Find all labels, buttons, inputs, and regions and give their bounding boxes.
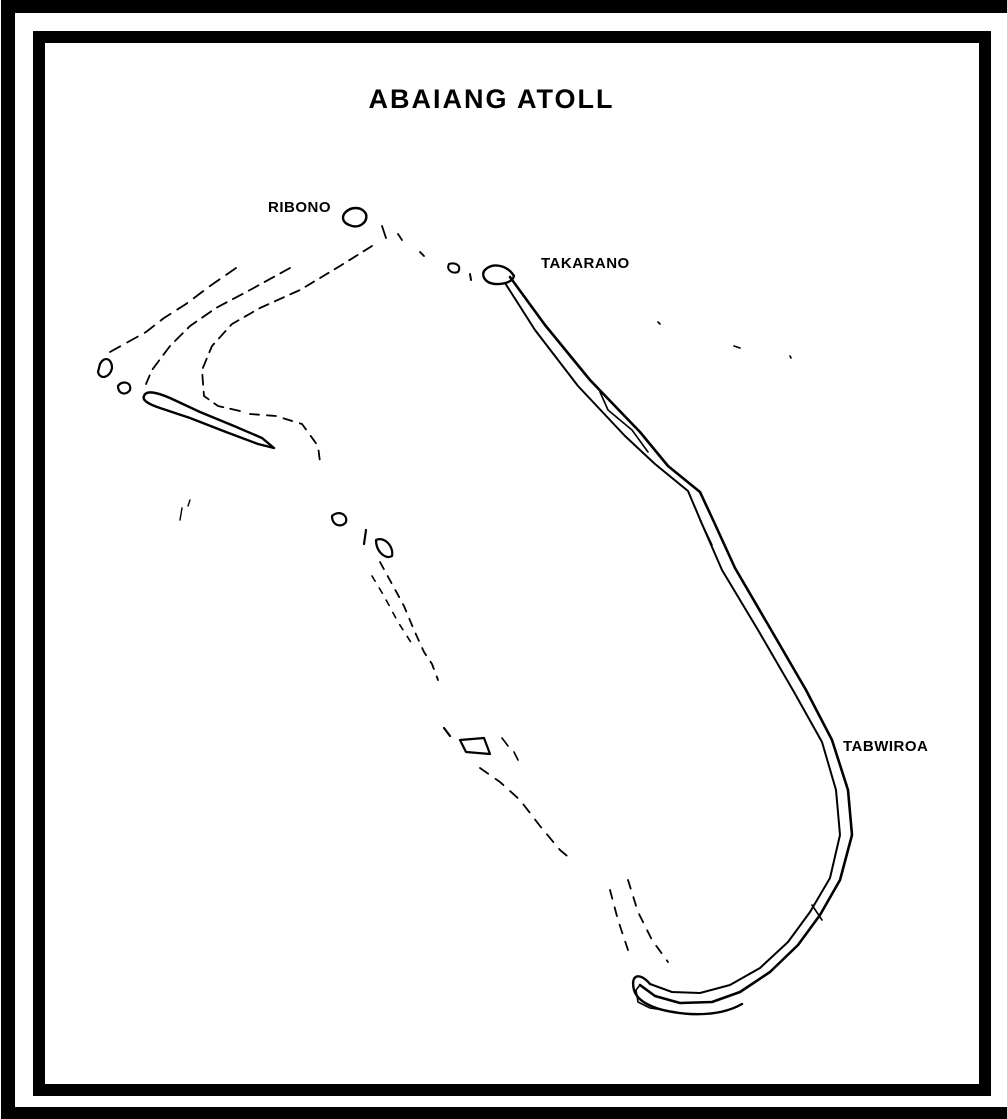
central-islet-a [330, 512, 348, 527]
place-label-takarano: TAKARANO [541, 255, 630, 272]
outer-reef-arm [109, 267, 237, 353]
west-long-islet [142, 391, 276, 450]
east-island-outer-shore [508, 275, 854, 1005]
central-islet-b [362, 528, 394, 559]
west-islet-a [96, 358, 114, 378]
east-island-inner-shore [504, 282, 841, 994]
takarano-islet [482, 264, 516, 286]
place-label-ribono: RIBONO [268, 199, 331, 216]
southwest-reef [479, 767, 573, 861]
west-reef-line [249, 413, 321, 463]
map-title: ABAIANG ATOLL [368, 84, 615, 114]
south-reef-fragments [609, 879, 669, 963]
islet-near-takarano [447, 262, 472, 281]
west-islet-b [116, 381, 132, 395]
central-reef-chain [379, 561, 439, 681]
east-island-lagoon-edge [599, 391, 823, 1013]
inner-border [33, 31, 991, 1096]
southwest-reef-marks [501, 737, 519, 761]
southwest-islet [442, 726, 492, 756]
north-reef-arm [201, 245, 373, 413]
mid-reef-arm [145, 267, 291, 385]
ribono-reef [381, 225, 425, 257]
lagoon-specks [657, 321, 792, 359]
place-label-tabwiroa: TABWIROA [843, 738, 929, 755]
ribono-islet [341, 206, 368, 228]
west-tick-marks [179, 499, 191, 521]
southern-hook-tip [631, 975, 744, 1016]
